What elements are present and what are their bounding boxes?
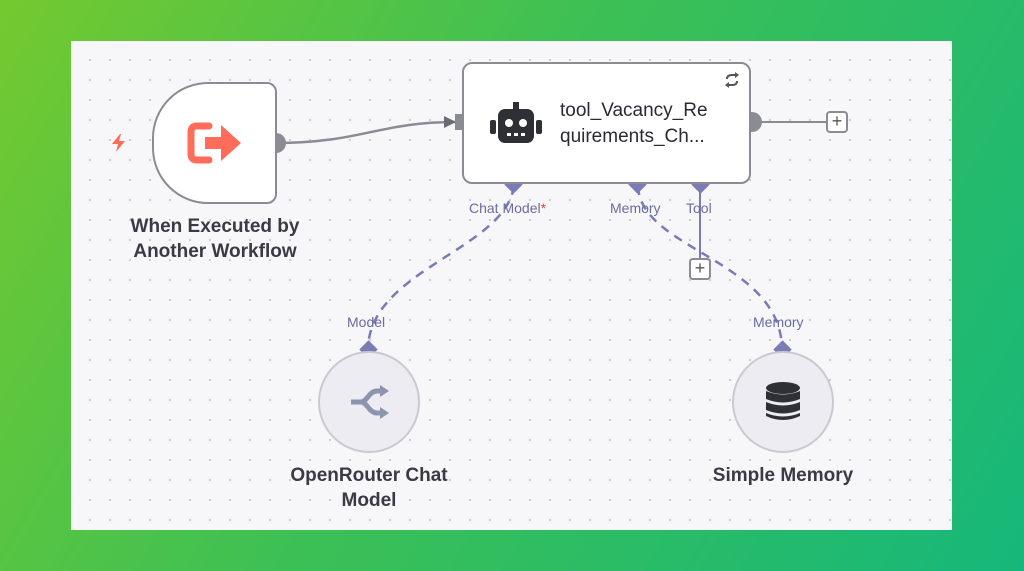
chat-model-port-label: Chat Model* (469, 200, 546, 216)
agent-node-title: tool_Vacancy_Re quirements_Ch... (560, 98, 740, 150)
memory-port-label: Memory (610, 200, 661, 216)
openrouter-node-label: OpenRouter Chat Model (264, 463, 474, 513)
trigger-node-label: When Executed by Another Workflow (100, 214, 330, 264)
refresh-icon (724, 72, 740, 88)
add-tool-button[interactable]: + (689, 258, 711, 280)
required-marker: * (540, 200, 547, 216)
agent-title-line1: tool_Vacancy_Re (560, 100, 708, 121)
trigger-label-line1: When Executed by (130, 216, 300, 237)
tool-port-label: Tool (686, 200, 712, 216)
database-icon (765, 382, 801, 422)
openrouter-icon (349, 385, 389, 419)
simple-memory-node[interactable] (732, 351, 834, 453)
robot-icon (488, 102, 544, 146)
agent-title-line2: quirements_Ch... (560, 126, 705, 147)
model-label-line1: OpenRouter Chat (290, 465, 448, 486)
trigger-node[interactable] (152, 82, 277, 204)
simple-memory-node-label: Simple Memory (712, 465, 854, 486)
trigger-label-line2: Another Workflow (133, 241, 297, 262)
add-node-after-agent-button[interactable]: + (826, 111, 848, 133)
agent-node[interactable]: tool_Vacancy_Re quirements_Ch... (462, 62, 751, 184)
model-input-label: Model (347, 314, 386, 330)
chat-model-label-text: Chat Model (469, 200, 541, 216)
memory-input-label: Memory (753, 314, 804, 330)
openrouter-model-node[interactable] (318, 351, 420, 453)
model-label-line2: Model (341, 490, 397, 511)
lightning-bolt-icon (108, 132, 130, 154)
exit-arrow-icon (187, 120, 243, 166)
